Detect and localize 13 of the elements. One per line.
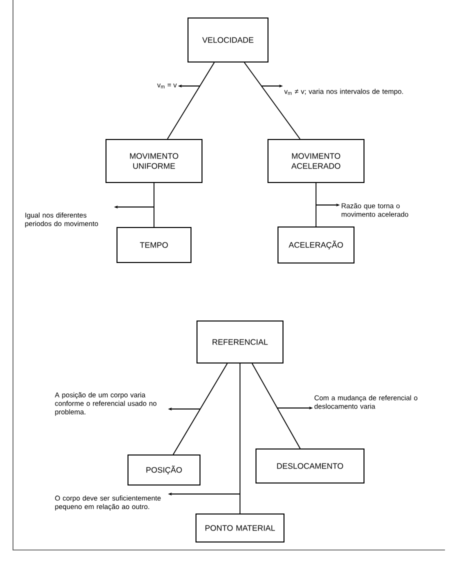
concept-box: VELOCIDADE — [188, 18, 268, 62]
concept-box: REFERENCIAL — [196, 320, 284, 364]
connector-line — [252, 363, 301, 449]
concept-box: MOVIMENTO UNIFORME — [106, 139, 202, 183]
concept-box: DESLOCAMENTO — [256, 448, 364, 484]
connector-line — [167, 62, 215, 140]
concept-box: POSIÇÃO — [128, 454, 200, 486]
concept-box: TEMPO — [116, 227, 192, 263]
connector-line — [244, 62, 300, 140]
concept-box: PONTO MATERIAL — [196, 514, 284, 542]
connector-line — [172, 363, 228, 455]
concept-box: MOVIMENTO ACELERADO — [268, 139, 364, 183]
concept-box: ACELERAÇÃO — [278, 226, 354, 264]
